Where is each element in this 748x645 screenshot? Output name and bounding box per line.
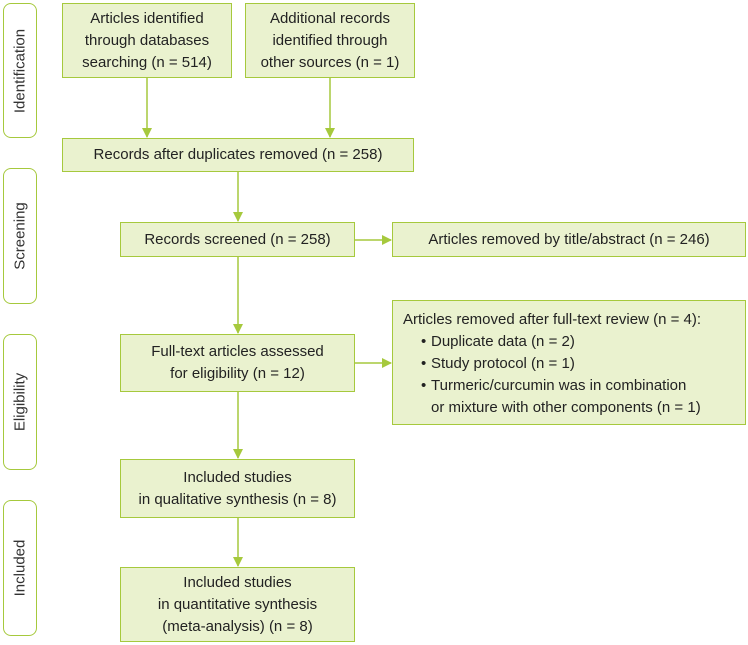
removed-fulltext-item: Duplicate data (n = 2) bbox=[403, 331, 701, 353]
phase-eligibility: Eligibility bbox=[3, 334, 37, 470]
box-after-duplicates: Records after duplicates removed (n = 25… bbox=[62, 138, 414, 172]
removed-fulltext-item: Study protocol (n = 1) bbox=[403, 353, 701, 375]
box-identified-databases: Articles identified through databases se… bbox=[62, 3, 232, 78]
box-records-screened: Records screened (n = 258) bbox=[120, 222, 355, 257]
box-quantitative-synthesis-text: Included studies in quantitative synthes… bbox=[157, 573, 318, 635]
box-fulltext-assessed-text: Full-text articles assessed for eligibil… bbox=[151, 343, 324, 382]
phase-screening: Screening bbox=[3, 168, 37, 304]
box-qualitative-synthesis: Included studies in qualitative synthesi… bbox=[120, 459, 355, 518]
box-qualitative-synthesis-text: Included studies in qualitative synthesi… bbox=[138, 468, 337, 508]
removed-fulltext-list: Duplicate data (n = 2) Study protocol (n… bbox=[403, 331, 701, 419]
removed-fulltext-heading: Articles removed after full-text review … bbox=[403, 311, 702, 328]
box-fulltext-assessed: Full-text articles assessed for eligibil… bbox=[120, 334, 355, 392]
box-removed-title-abstract-text: Articles removed by title/abstract (n = … bbox=[428, 230, 710, 248]
box-removed-fulltext: Articles removed after full-text review … bbox=[392, 300, 746, 425]
box-removed-title-abstract: Articles removed by title/abstract (n = … bbox=[392, 222, 746, 257]
box-quantitative-synthesis: Included studies in quantitative synthes… bbox=[120, 567, 355, 642]
removed-fulltext-item: Turmeric/curcumin was in combination or … bbox=[403, 375, 701, 419]
phase-included: Included bbox=[3, 500, 37, 636]
box-identified-databases-text: Articles identified through databases se… bbox=[82, 9, 212, 71]
box-additional-records: Additional records identified through ot… bbox=[245, 3, 415, 78]
box-after-duplicates-text: Records after duplicates removed (n = 25… bbox=[93, 146, 383, 163]
box-additional-records-text: Additional records identified through ot… bbox=[260, 9, 400, 71]
box-records-screened-text: Records screened (n = 258) bbox=[144, 230, 331, 248]
phase-identification: Identification bbox=[3, 3, 37, 138]
